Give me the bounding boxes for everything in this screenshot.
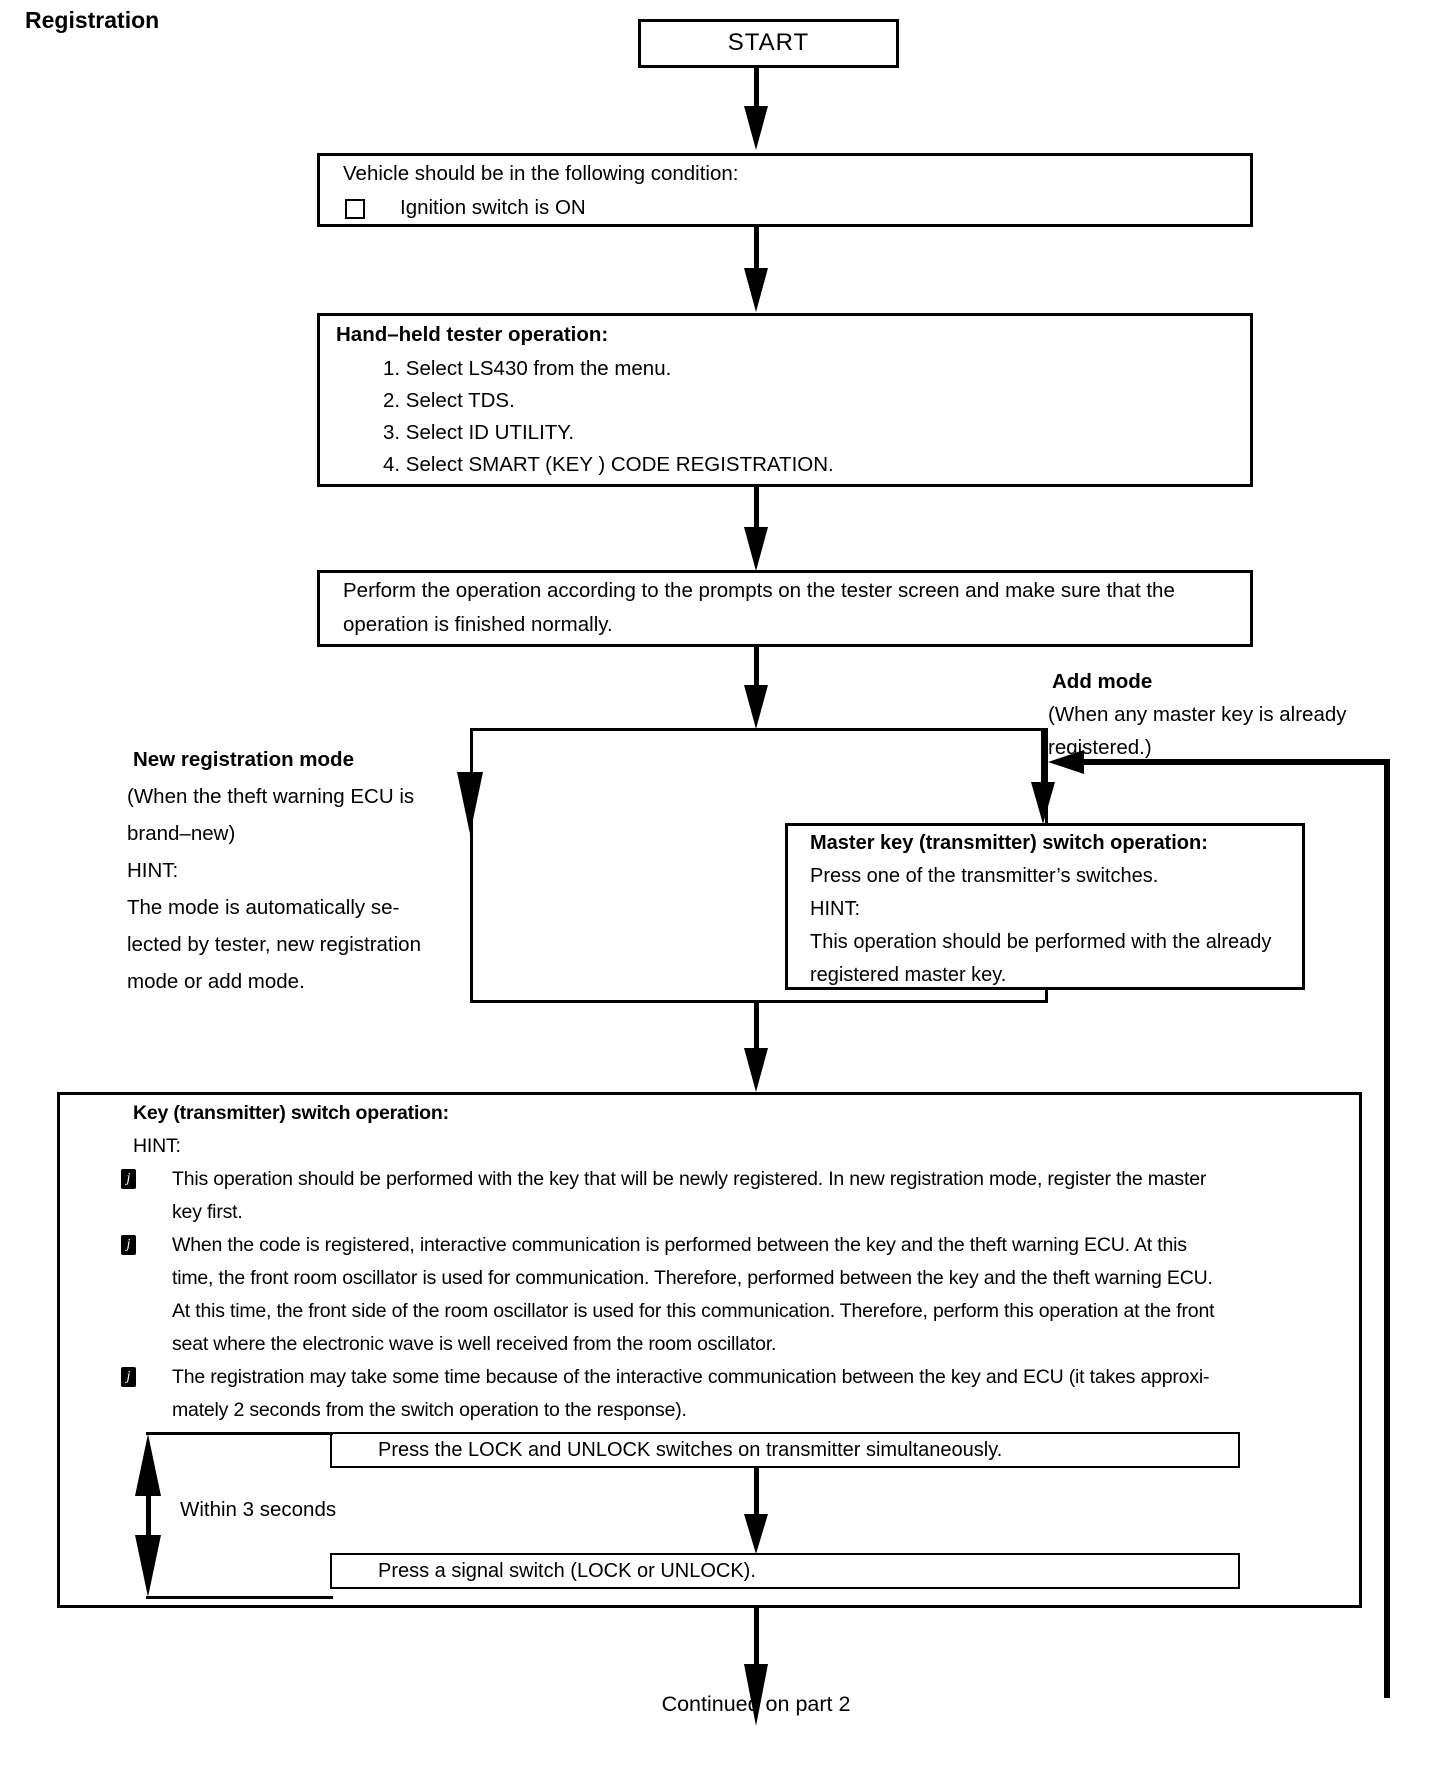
vehicle-condition-line: Vehicle should be in the following condi… bbox=[343, 162, 739, 185]
within-top-tick bbox=[146, 1432, 333, 1435]
key-switch-b2-l4: seat where the electronic wave is well r… bbox=[172, 1333, 777, 1355]
start-node bbox=[638, 19, 899, 68]
flow-arrow-3-head bbox=[744, 527, 768, 571]
signal-switch-box bbox=[330, 1553, 1240, 1589]
key-switch-title: Key (transmitter) switch operation: bbox=[133, 1102, 449, 1124]
add-mode-line-1: (When any master key is already bbox=[1048, 703, 1347, 726]
perform-line-1: Perform the operation according to the p… bbox=[343, 579, 1175, 602]
key-switch-b3-l2: mately 2 seconds from the switch operati… bbox=[172, 1399, 687, 1421]
flow-arrow-3-shaft bbox=[754, 485, 759, 529]
within-bottom-tick bbox=[146, 1596, 333, 1599]
new-mode-line-3: HINT: bbox=[127, 859, 179, 882]
bullet-icon: j bbox=[121, 1235, 136, 1255]
key-switch-b1-l2: key first. bbox=[172, 1201, 243, 1223]
add-mode-return-vline bbox=[1384, 759, 1390, 1698]
flow-arrow-2-shaft bbox=[754, 225, 759, 270]
master-key-box bbox=[785, 823, 1305, 990]
perform-line-2: operation is finished normally. bbox=[343, 613, 613, 636]
flow-arrow-4-head bbox=[744, 685, 768, 729]
start-label: START bbox=[727, 29, 810, 56]
key-switch-box bbox=[57, 1092, 1362, 1608]
master-key-line-1: Press one of the transmitter’s switches. bbox=[810, 865, 1159, 887]
flow-arrow-7-head bbox=[744, 1664, 768, 1726]
master-key-arrow-shaft bbox=[1041, 731, 1046, 785]
signal-switch-label: Press a signal switch (LOCK or UNLOCK). bbox=[378, 1560, 756, 1582]
master-key-line-4: registered master key. bbox=[810, 964, 1007, 986]
within-arrow-shaft bbox=[146, 1480, 151, 1550]
flow-arrow-5-head bbox=[744, 1048, 768, 1092]
flow-arrow-6-head bbox=[744, 1514, 768, 1554]
key-switch-b2-l2: time, the front room oscillator is used … bbox=[172, 1267, 1213, 1289]
within-arrow-up-head bbox=[135, 1434, 161, 1496]
tester-step-1: 1. Select LS430 from the menu. bbox=[383, 357, 672, 380]
lock-unlock-label: Press the LOCK and UNLOCK switches on tr… bbox=[378, 1439, 1003, 1461]
key-switch-b1-l1: This operation should be performed with … bbox=[172, 1168, 1207, 1190]
flow-arrow-4-shaft bbox=[754, 645, 759, 687]
bullet-icon: j bbox=[121, 1169, 136, 1189]
new-mode-title: New registration mode bbox=[133, 748, 354, 771]
flow-arrow-5-shaft bbox=[754, 1001, 759, 1050]
within-arrow-down-head bbox=[135, 1535, 161, 1597]
bullet-icon: j bbox=[121, 1367, 136, 1387]
tester-operation-title: Hand–held tester operation: bbox=[336, 323, 609, 346]
vehicle-condition-box bbox=[317, 153, 1253, 227]
tester-operation-box bbox=[317, 313, 1253, 487]
new-mode-path-arrowhead bbox=[457, 772, 483, 834]
flow-arrow-start-shaft bbox=[754, 66, 759, 108]
tester-step-4: 4. Select SMART (KEY ) CODE REGISTRATION… bbox=[383, 453, 834, 476]
master-key-line-2: HINT: bbox=[810, 898, 860, 920]
perform-operation-box bbox=[317, 570, 1253, 647]
new-mode-line-2: brand–new) bbox=[127, 822, 236, 845]
page-title: Registration bbox=[25, 7, 160, 33]
add-mode-arrowhead bbox=[1048, 750, 1084, 774]
key-switch-hint: HINT: bbox=[133, 1135, 181, 1157]
flow-arrow-7-shaft bbox=[754, 1608, 759, 1666]
flow-arrow-6-shaft bbox=[754, 1468, 759, 1516]
tester-step-2: 2. Select TDS. bbox=[383, 389, 515, 412]
new-mode-line-1: (When the theft warning ECU is bbox=[127, 785, 415, 808]
within-label: Within 3 seconds bbox=[180, 1498, 337, 1521]
key-switch-b2-l3: At this time, the front side of the room… bbox=[172, 1300, 1215, 1322]
continued-label: Continued on part 2 bbox=[661, 1692, 851, 1716]
master-key-arrow-head bbox=[1031, 782, 1055, 824]
flow-arrow-2-head bbox=[744, 268, 768, 312]
lock-unlock-box bbox=[330, 1432, 1240, 1468]
key-switch-b3-l1: The registration may take some time beca… bbox=[172, 1366, 1210, 1388]
ignition-switch-item: Ignition switch is ON bbox=[400, 196, 586, 219]
new-mode-line-4: The mode is automatically se- bbox=[127, 896, 400, 919]
flow-arrow-start-head bbox=[744, 106, 768, 150]
new-mode-line-6: mode or add mode. bbox=[127, 970, 305, 993]
add-mode-return-hline bbox=[1082, 759, 1388, 765]
key-switch-b2-l1: When the code is registered, interactive… bbox=[172, 1234, 1187, 1256]
add-mode-title: Add mode bbox=[1052, 670, 1153, 693]
checkbox-icon bbox=[345, 199, 365, 219]
master-key-line-3: This operation should be performed with … bbox=[810, 931, 1272, 953]
tester-step-3: 3. Select ID UTILITY. bbox=[383, 421, 575, 444]
master-key-title: Master key (transmitter) switch operatio… bbox=[810, 832, 1208, 854]
new-mode-line-5: lected by tester, new registration bbox=[127, 933, 421, 956]
